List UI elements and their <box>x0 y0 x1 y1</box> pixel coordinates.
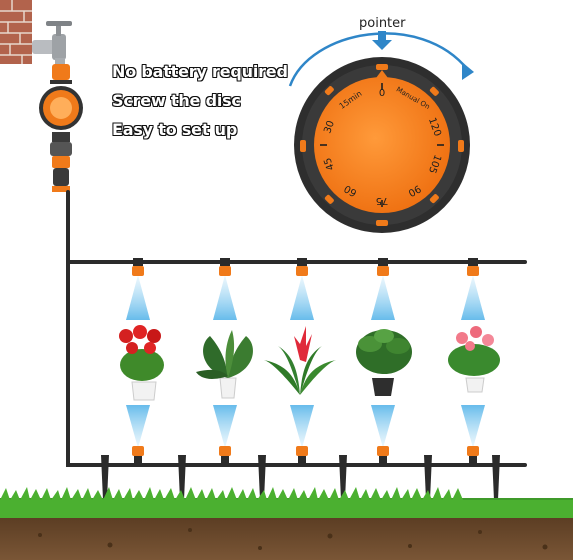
brick-wall <box>0 0 32 64</box>
feature-no-battery: No battery required <box>112 62 288 81</box>
feature-screw-disc: Screw the disc <box>112 91 241 110</box>
plant-green-leafy <box>356 329 412 396</box>
dial-mark-0: 0 <box>379 88 385 99</box>
drip-pipes <box>66 190 527 467</box>
pointer-arrow-icon <box>372 31 392 50</box>
ground-stakes <box>101 455 500 500</box>
feature-easy-setup: Easy to set up <box>112 120 238 139</box>
plant-pink-flower <box>448 326 500 393</box>
plant-red-flower <box>119 325 164 401</box>
water-timer <box>39 64 83 192</box>
faucet <box>32 21 72 66</box>
plant-green-foliage <box>196 330 253 399</box>
plant-red-bromeliad <box>264 326 336 395</box>
rotation-arrow <box>288 32 474 87</box>
ground <box>0 487 573 560</box>
bottom-emitters <box>126 405 485 464</box>
timer-dial <box>294 57 470 233</box>
top-emitters <box>126 258 485 320</box>
dial-mark-30: 30 <box>322 119 337 135</box>
dial-mark-75: 75 <box>376 195 389 206</box>
pointer-label: pointer <box>359 16 406 31</box>
dial-mark-45: 45 <box>322 156 337 172</box>
